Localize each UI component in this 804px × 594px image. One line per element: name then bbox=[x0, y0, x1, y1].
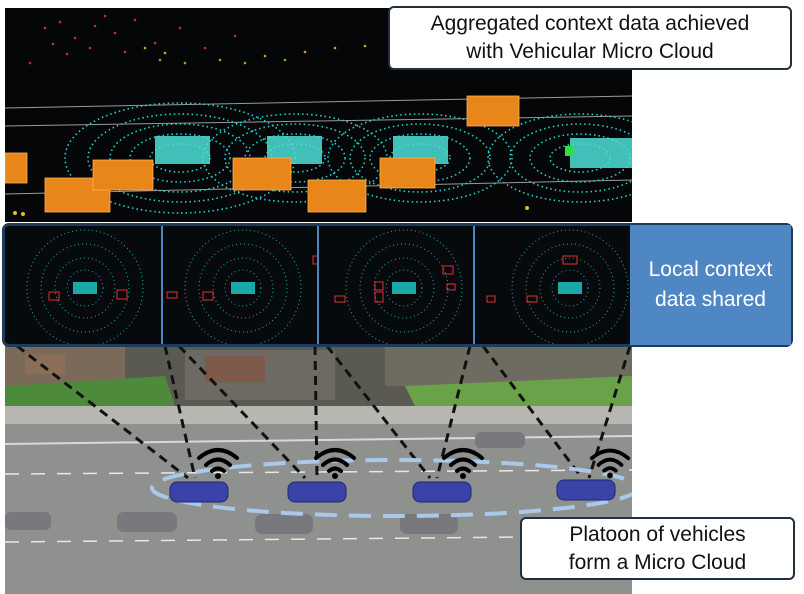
platoon-vehicles bbox=[169, 479, 616, 503]
highlight-point bbox=[565, 146, 573, 156]
local-view-2-render bbox=[166, 229, 317, 346]
platoon-callout: Platoon of vehicles form a Micro Cloud bbox=[520, 517, 795, 580]
wifi-icon bbox=[442, 448, 484, 479]
local-context-label: Local context data shared bbox=[630, 225, 791, 345]
local-view-1 bbox=[5, 226, 163, 346]
wifi-icon bbox=[197, 448, 239, 479]
wifi-icon bbox=[589, 448, 631, 479]
local-context-label-line2: data shared bbox=[655, 288, 766, 311]
platoon-callout-line1: Platoon of vehicles bbox=[569, 522, 746, 546]
other-vehicles bbox=[5, 432, 525, 534]
local-view-4-render bbox=[486, 229, 629, 346]
local-view-3-render bbox=[334, 229, 463, 346]
local-context-label-line1: Local context bbox=[648, 258, 773, 281]
platoon-callout-line2: form a Micro Cloud bbox=[568, 550, 747, 574]
aggregated-context-callout: Aggregated context data achieved with Ve… bbox=[388, 6, 792, 70]
aggregated-context-line1: Aggregated context data achieved bbox=[430, 12, 750, 35]
wifi-icon bbox=[314, 448, 356, 479]
micro-cloud-ellipse bbox=[150, 458, 632, 518]
aggregated-context-line2: with Vehicular Micro Cloud bbox=[466, 40, 714, 63]
distant-points bbox=[28, 14, 367, 65]
local-view-4 bbox=[475, 226, 630, 346]
edge-points bbox=[13, 206, 529, 216]
local-view-2 bbox=[163, 226, 319, 346]
local-view-1-render bbox=[26, 229, 144, 346]
detected-object-boxes bbox=[5, 95, 520, 213]
local-context-strip bbox=[5, 224, 630, 348]
local-view-3 bbox=[319, 226, 475, 346]
road-scene bbox=[5, 346, 632, 594]
